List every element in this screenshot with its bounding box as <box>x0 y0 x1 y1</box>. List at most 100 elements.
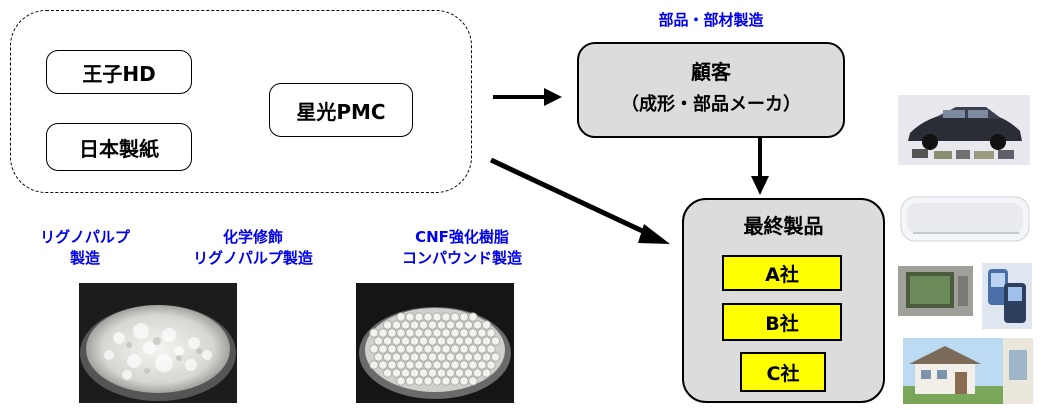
resin-pellet <box>463 320 474 330</box>
resin-pellet <box>409 368 420 378</box>
resin-pellet <box>436 320 447 330</box>
resin-pellet <box>418 336 429 346</box>
resin-pellet <box>369 344 379 354</box>
resin-pellet <box>396 376 406 386</box>
company-seiko: 星光PMC <box>269 83 413 137</box>
step-cnf-compound-label: CNF強化樹脂 コンパウンド製造 <box>374 227 550 269</box>
resin-pellet <box>481 368 492 378</box>
resin-pellet <box>414 376 424 386</box>
resin-pellet <box>405 312 415 322</box>
resin-pellet <box>459 328 469 338</box>
resin-pellet <box>481 320 492 330</box>
company-nippon: 日本製紙 <box>46 123 192 171</box>
resin-pellet <box>382 320 393 330</box>
resin-pellet <box>378 328 388 338</box>
final-products-title: 最終製品 <box>743 214 824 238</box>
resin-pellet <box>459 360 469 370</box>
resin-pellet <box>391 320 402 330</box>
resin-pellet <box>441 312 451 322</box>
resin-pellet <box>418 352 429 362</box>
resin-pellet <box>373 336 384 346</box>
resin-pellet <box>454 368 465 378</box>
resin-pellet <box>378 344 388 354</box>
resin-pellet <box>427 320 438 330</box>
resin-pellet <box>472 368 483 378</box>
resin-pellet <box>477 328 487 338</box>
resin-pellet <box>468 312 478 322</box>
resin-pellet <box>450 376 460 386</box>
resin-pellet <box>382 368 393 378</box>
step-modified-line1: 化学修飾 <box>222 228 283 246</box>
resin-pellet <box>405 328 415 338</box>
resin-pellet <box>463 336 474 346</box>
company-oji: 王子HD <box>46 50 192 94</box>
resin-pellet <box>414 344 424 354</box>
company-c-box: C社 <box>740 352 826 392</box>
resin-pellet <box>432 328 442 338</box>
mobile-phone-photo <box>982 263 1032 329</box>
resin-pellet <box>481 336 492 346</box>
resin-pellet <box>396 328 406 338</box>
resin-pellet <box>418 368 429 378</box>
resin-pellet <box>441 376 451 386</box>
resin-pellet <box>463 368 474 378</box>
resin-pellet <box>396 312 406 322</box>
resin-pellet <box>477 344 487 354</box>
resin-pellet <box>454 320 465 330</box>
resin-pellet <box>387 360 397 370</box>
resin-pellet <box>450 344 460 354</box>
resin-pellet <box>387 328 397 338</box>
resin-pellet <box>382 336 393 346</box>
resin-pellet <box>427 336 438 346</box>
resin-pellet <box>436 368 447 378</box>
resin-pellet <box>454 336 465 346</box>
resin-pellet <box>445 352 456 362</box>
resin-pellet <box>432 344 442 354</box>
resin-pellet <box>373 352 384 362</box>
parts-manufacturing-label: 部品・部材製造 <box>658 11 764 29</box>
resin-pellet <box>369 360 379 370</box>
resin-pellet <box>432 360 442 370</box>
resin-pellet <box>423 312 433 322</box>
step-lignopulp-line1: リグノパルプ <box>40 228 130 246</box>
resin-pellet <box>450 312 460 322</box>
resin-pellet <box>427 368 438 378</box>
step-lignopulp-line2: 製造 <box>69 249 100 267</box>
resin-pellet <box>409 320 420 330</box>
resin-pellet <box>423 328 433 338</box>
resin-pellet <box>441 328 451 338</box>
resin-pellet <box>468 376 478 386</box>
resin-pellet <box>409 352 420 362</box>
step-cnf-line1: CNF強化樹脂 <box>415 228 509 246</box>
resin-pellet <box>378 360 388 370</box>
resin-pellet <box>459 376 469 386</box>
resin-pellet <box>481 352 492 362</box>
resin-pellet <box>454 352 465 362</box>
resin-pellet <box>468 328 478 338</box>
resin-pellet <box>445 336 456 346</box>
resin-pellet <box>400 368 411 378</box>
arrow-customer-to-final <box>751 138 769 195</box>
resin-pellet <box>468 344 478 354</box>
resin-pellet <box>391 336 402 346</box>
resin-pellet <box>414 328 424 338</box>
resin-pellet <box>432 376 442 386</box>
resin-pellet <box>414 312 424 322</box>
resin-pellet <box>391 368 402 378</box>
resin-pellet <box>396 360 406 370</box>
resin-pellet <box>441 360 451 370</box>
resin-pellet <box>418 320 429 330</box>
resin-pellet <box>400 320 411 330</box>
customer-title: 顧客 <box>691 60 731 84</box>
step-cnf-line2: コンパウンド製造 <box>401 249 522 267</box>
resin-pellet <box>486 328 496 338</box>
resin-pellet <box>382 352 393 362</box>
resin-pellet <box>400 336 411 346</box>
resin-pellet <box>450 328 460 338</box>
arrow-to-final-products <box>489 157 670 244</box>
resin-pellet <box>445 320 456 330</box>
customer-subtitle: （成形・部品メーカ） <box>621 94 801 115</box>
customer-box <box>577 42 845 138</box>
resin-pellet <box>468 360 478 370</box>
